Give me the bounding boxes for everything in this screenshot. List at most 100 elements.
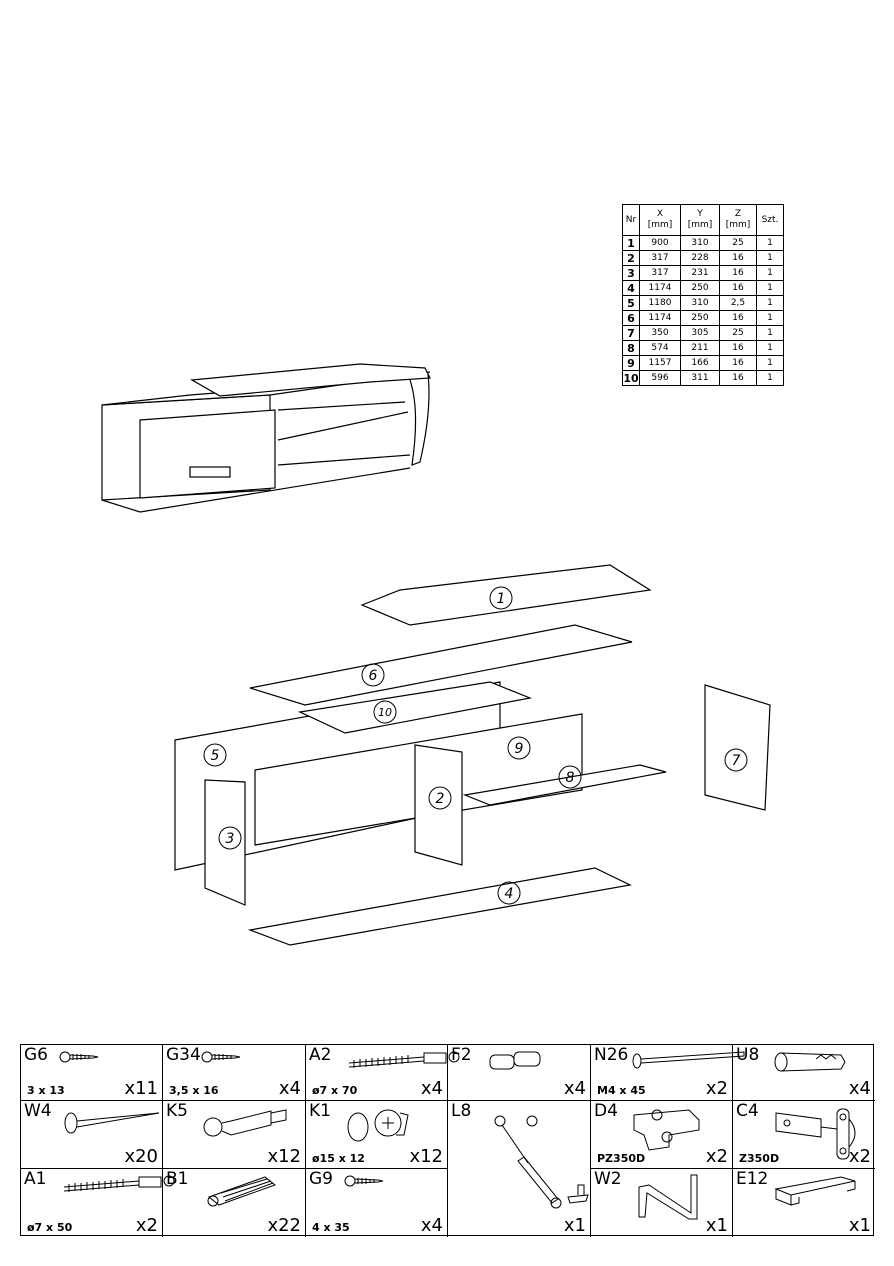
hardware-spec: 4 x 35 bbox=[312, 1221, 350, 1234]
cell-nr: 5 bbox=[622, 295, 640, 311]
cell-qty: 1 bbox=[756, 340, 784, 356]
part-label-8: 8 bbox=[566, 770, 575, 786]
cell-qty: 1 bbox=[756, 310, 784, 326]
hardware-qty: x1 bbox=[705, 1215, 728, 1236]
cell-nr: 8 bbox=[622, 340, 640, 356]
part-label-4: 4 bbox=[505, 886, 514, 902]
cell-y: 310 bbox=[680, 235, 720, 251]
shelf-pin-icon bbox=[486, 1049, 546, 1077]
header-qty: Szt. bbox=[756, 204, 784, 236]
hardware-code: B1 bbox=[166, 1169, 189, 1189]
cell-qty: 1 bbox=[756, 355, 784, 371]
hardware-code: U8 bbox=[736, 1045, 760, 1065]
cell-x: 1174 bbox=[639, 280, 681, 296]
cell-z: 2,5 bbox=[719, 295, 757, 311]
bolt-icon bbox=[629, 1049, 749, 1073]
cam-bolt-icon bbox=[201, 1105, 291, 1143]
part-label-2: 2 bbox=[436, 791, 445, 807]
cell-qty: 1 bbox=[756, 250, 784, 266]
cell-x: 574 bbox=[639, 340, 681, 356]
cell-x: 900 bbox=[639, 235, 681, 251]
hardware-qty: x12 bbox=[409, 1146, 443, 1167]
cell-nr: 10 bbox=[622, 370, 640, 386]
assembled-cabinet-view bbox=[101, 363, 431, 513]
part-label-3: 3 bbox=[226, 831, 235, 847]
hardware-code: C4 bbox=[736, 1101, 759, 1121]
assembly-drawing: 1 2 3 4 5 6 7 8 9 10 bbox=[101, 363, 771, 946]
header-x-label: X bbox=[656, 209, 664, 219]
dowel-icon bbox=[201, 1173, 281, 1211]
hardware-spec: ø15 x 12 bbox=[312, 1152, 365, 1165]
hardware-spec: 3,5 x 16 bbox=[169, 1084, 219, 1097]
cam-lock-icon bbox=[344, 1105, 414, 1149]
table-header-row: Nr X[mm] Y[mm] Z[mm] Szt. bbox=[622, 204, 784, 236]
hardware-item-w4: W4 x20 bbox=[21, 1101, 163, 1169]
cell-z: 25 bbox=[719, 325, 757, 341]
cell-nr: 7 bbox=[622, 325, 640, 341]
hardware-qty: x4 bbox=[563, 1078, 586, 1099]
cell-y: 211 bbox=[680, 340, 720, 356]
screw-icon bbox=[344, 1173, 384, 1192]
hardware-code: K5 bbox=[166, 1101, 188, 1121]
hardware-code: G6 bbox=[24, 1045, 48, 1065]
cell-y: 166 bbox=[680, 355, 720, 371]
cell-nr: 3 bbox=[622, 265, 640, 281]
hardware-code: E12 bbox=[736, 1169, 769, 1189]
wall-plug-icon bbox=[771, 1049, 851, 1079]
cell-qty: 1 bbox=[756, 370, 784, 386]
nail-icon bbox=[59, 1105, 169, 1139]
hinge-icon bbox=[771, 1105, 861, 1169]
cell-y: 310 bbox=[680, 295, 720, 311]
cell-z: 16 bbox=[719, 355, 757, 371]
confirmat-screw-icon bbox=[59, 1173, 179, 1197]
cell-x: 1174 bbox=[639, 310, 681, 326]
hardware-code: W4 bbox=[24, 1101, 52, 1121]
part-label-1: 1 bbox=[497, 591, 506, 607]
hardware-qty: x2 bbox=[848, 1146, 871, 1167]
cell-y: 231 bbox=[680, 265, 720, 281]
hardware-code: K1 bbox=[309, 1101, 331, 1121]
hardware-qty: x4 bbox=[420, 1215, 443, 1236]
hardware-qty: x1 bbox=[848, 1215, 871, 1236]
hardware-qty: x4 bbox=[420, 1078, 443, 1099]
part-label-6: 6 bbox=[369, 668, 378, 684]
header-y: Y[mm] bbox=[680, 204, 720, 236]
cell-nr: 2 bbox=[622, 250, 640, 266]
header-nr: Nr bbox=[622, 204, 640, 236]
hardware-qty: x20 bbox=[124, 1146, 158, 1167]
cell-qty: 1 bbox=[756, 295, 784, 311]
hardware-code: F2 bbox=[451, 1045, 472, 1065]
cell-nr: 9 bbox=[622, 355, 640, 371]
hardware-qty: x1 bbox=[563, 1215, 586, 1236]
cell-qty: 1 bbox=[756, 265, 784, 281]
cell-nr: 6 bbox=[622, 310, 640, 326]
part-label-7: 7 bbox=[732, 753, 741, 769]
hardware-code: A1 bbox=[24, 1169, 47, 1189]
hardware-code: G34 bbox=[166, 1045, 201, 1065]
hardware-code: G9 bbox=[309, 1169, 333, 1189]
hardware-qty: x12 bbox=[267, 1146, 301, 1167]
cell-y: 228 bbox=[680, 250, 720, 266]
cell-z: 16 bbox=[719, 265, 757, 281]
hardware-item-f2: F2 x4 bbox=[448, 1045, 591, 1101]
hardware-qty: x22 bbox=[267, 1215, 301, 1236]
confirmat-screw-icon bbox=[344, 1049, 464, 1073]
cell-qty: 1 bbox=[756, 325, 784, 341]
cell-y: 250 bbox=[680, 310, 720, 326]
cell-nr: 1 bbox=[622, 235, 640, 251]
cell-x: 1157 bbox=[639, 355, 681, 371]
